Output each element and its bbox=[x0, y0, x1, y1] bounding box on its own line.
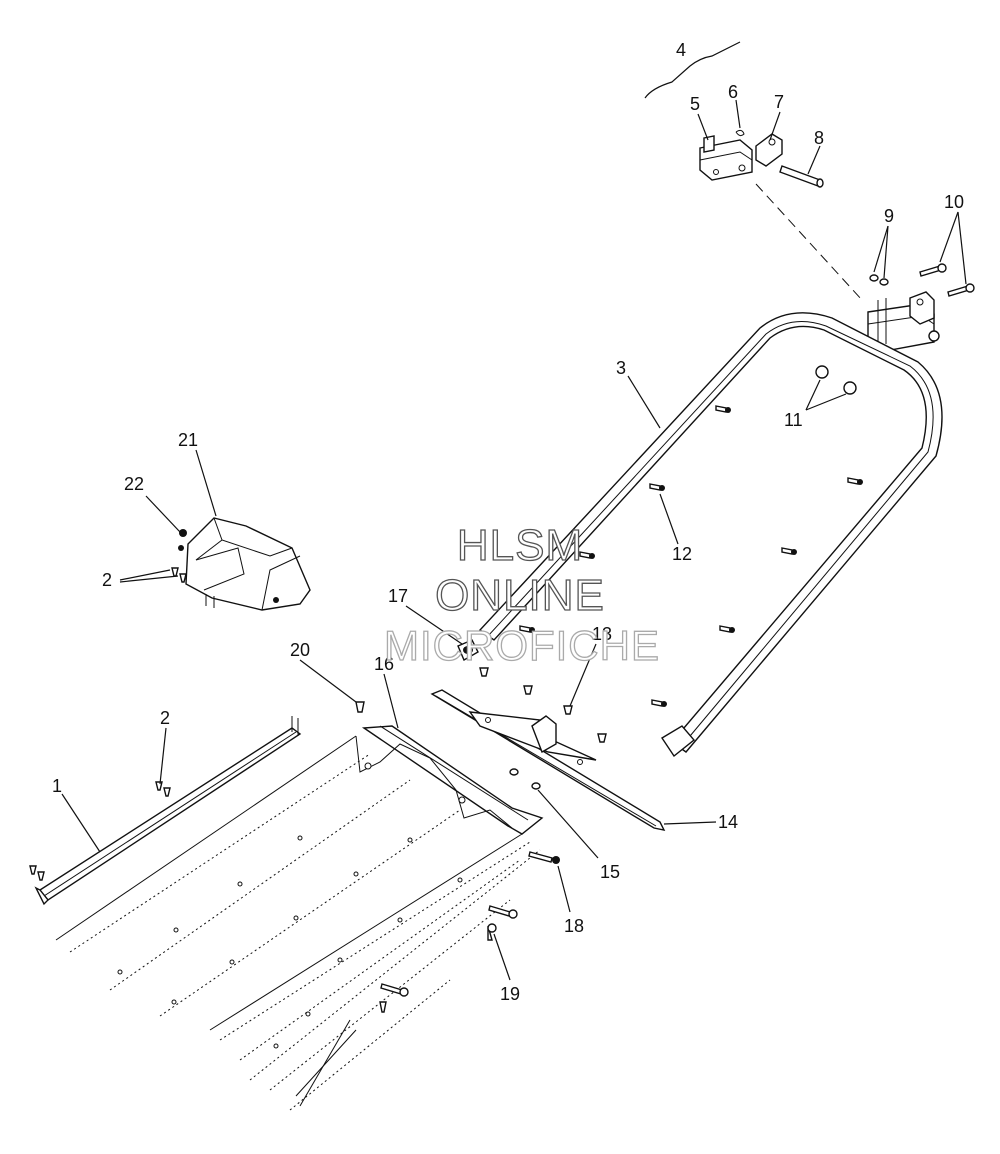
part-3-handle-frame bbox=[478, 312, 943, 758]
part-2-screws-cover bbox=[171, 567, 187, 583]
part-21-cover bbox=[185, 517, 311, 611]
part-12-bolts bbox=[519, 405, 863, 707]
kit-brace bbox=[644, 41, 741, 99]
callout-3: 3 bbox=[616, 358, 626, 378]
watermark-line-2: ONLINE bbox=[435, 571, 605, 620]
part-18-bolt bbox=[528, 851, 560, 864]
watermark-line-3: MICROFICHE bbox=[384, 622, 660, 669]
callouts: 1 2 2 3 4 5 6 7 8 9 10 11 12 13 14 15 16… bbox=[52, 40, 964, 1004]
callout-22: 22 bbox=[124, 474, 144, 494]
callout-4: 4 bbox=[676, 40, 686, 60]
callout-5: 5 bbox=[690, 94, 700, 114]
part-11-nuts bbox=[815, 365, 857, 395]
part-6-clip bbox=[735, 129, 745, 137]
part-2-screws-rail bbox=[29, 781, 171, 881]
hinge-on-frame bbox=[867, 291, 940, 353]
callout-18: 18 bbox=[564, 916, 584, 936]
callout-10: 10 bbox=[944, 192, 964, 212]
callout-9: 9 bbox=[884, 206, 894, 226]
part-20-screw bbox=[355, 701, 365, 713]
part-10-bolts bbox=[919, 263, 975, 297]
watermark: HLSM ONLINE MICROFICHE bbox=[383, 520, 660, 669]
callout-11: 11 bbox=[784, 410, 803, 430]
part-8-pin bbox=[779, 165, 824, 188]
callout-17: 17 bbox=[388, 586, 408, 606]
callout-16: 16 bbox=[374, 654, 394, 674]
part-15-washers bbox=[509, 768, 541, 790]
part-5-hinge-bracket bbox=[699, 135, 753, 181]
part-22-screw bbox=[178, 529, 187, 551]
watermark-line-1: HLSM bbox=[457, 521, 583, 570]
callout-20: 20 bbox=[290, 640, 310, 660]
callout-7: 7 bbox=[774, 92, 784, 112]
callout-8: 8 bbox=[814, 128, 824, 148]
part-9-rivets bbox=[869, 274, 889, 286]
callout-15: 15 bbox=[600, 862, 620, 882]
callout-12: 12 bbox=[672, 544, 692, 564]
callout-14: 14 bbox=[718, 812, 738, 832]
callout-2-cover: 2 bbox=[102, 570, 112, 590]
part-1-rail bbox=[34, 716, 302, 906]
leader-lines bbox=[61, 99, 967, 981]
part-19-bolts bbox=[379, 905, 518, 1013]
assembly-line bbox=[755, 183, 863, 301]
callout-21: 21 bbox=[178, 430, 198, 450]
callout-13: 13 bbox=[592, 624, 612, 644]
callout-19: 19 bbox=[500, 984, 520, 1004]
part-13-pins bbox=[479, 667, 607, 743]
callout-6: 6 bbox=[728, 82, 738, 102]
part-14-mount-plate bbox=[430, 689, 666, 831]
callout-2-rail: 2 bbox=[160, 708, 170, 728]
callout-1: 1 bbox=[52, 776, 62, 796]
part-7-latch bbox=[755, 133, 783, 167]
part-17-grommet bbox=[457, 639, 479, 661]
part-16-deck bbox=[55, 725, 544, 1111]
